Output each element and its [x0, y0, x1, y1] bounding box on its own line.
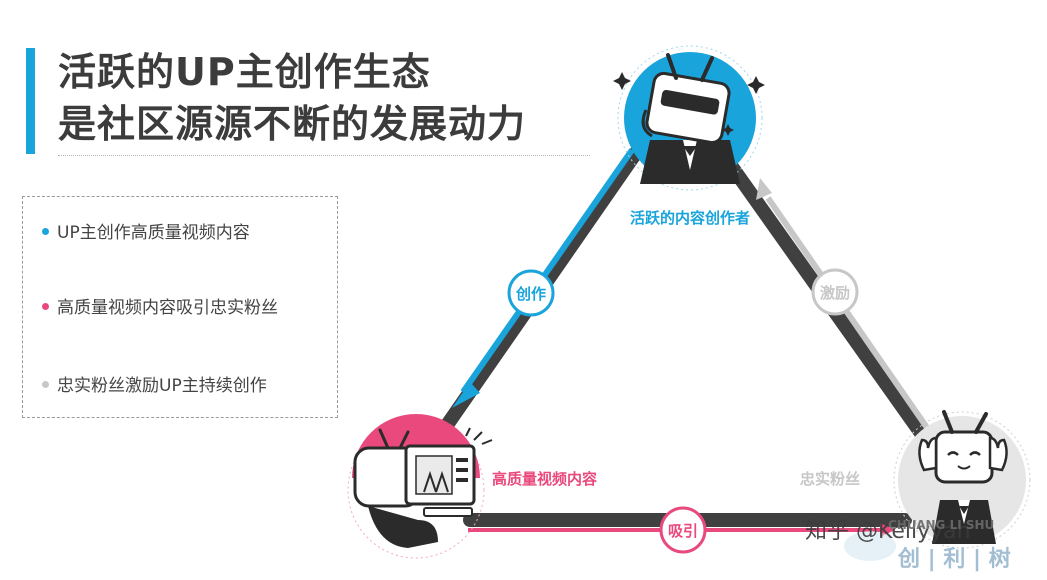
node-fans-label: 忠实粉丝 — [800, 470, 860, 488]
legend-item-inspire: 忠实粉丝激励UP主持续创作 — [42, 371, 267, 396]
node-fans: 忠实粉丝 — [800, 410, 1031, 549]
title-underline — [58, 155, 590, 156]
legend-item-create: UP主创作高质量视频内容 — [42, 218, 250, 243]
edge-label-create: 创作 — [507, 269, 555, 317]
edge-label-attract: 吸引 — [659, 506, 707, 554]
edge-create-line — [460, 148, 635, 394]
tv-head-mascot-waving-icon — [918, 410, 1008, 544]
legend-dot-blue — [42, 227, 49, 235]
legend-text: 高质量视频内容吸引忠实粉丝 — [57, 298, 278, 318]
edge-label-attract-text: 吸引 — [668, 522, 698, 540]
sparkle-icon — [747, 76, 765, 94]
legend-box — [22, 196, 338, 418]
person-at-computer-icon — [353, 427, 493, 548]
node-content-label: 高质量视频内容 — [492, 470, 597, 488]
page-title-line-1: 活跃的UP主创作生态 — [58, 50, 431, 94]
page-title-line-2: 是社区源源不断的发展动力 — [58, 102, 527, 146]
node-creator: 活跃的内容创作者 — [613, 45, 765, 227]
sparkle-icon — [722, 124, 734, 136]
watermark-brand-cn: 创 | 利 | 树 — [897, 546, 1011, 572]
legend-dot-pink — [42, 302, 49, 310]
legend-item-attract: 高质量视频内容吸引忠实粉丝 — [42, 293, 278, 318]
edge-label-create-text: 创作 — [515, 285, 546, 303]
title-accent-bar — [26, 48, 35, 154]
legend-dot-gray — [42, 380, 49, 388]
edge-create-arrowhead — [452, 382, 480, 408]
watermark-text: 知乎 @Kellyyan — [805, 519, 971, 544]
legend-text: UP主创作高质量视频内容 — [57, 223, 250, 243]
legend-text: 忠实粉丝激励UP主持续创作 — [57, 376, 267, 396]
node-content: 高质量视频内容 — [347, 414, 597, 559]
node-creator-label: 活跃的内容创作者 — [630, 209, 750, 227]
watermark-cloud-icon — [844, 531, 896, 561]
tv-head-mascot-sunglasses-icon — [640, 53, 740, 184]
edge-inspire-arrowhead — [756, 178, 772, 200]
edge-label-inspire-text: 激励 — [820, 284, 850, 302]
watermark: 知乎 @Kellyyan CHUANG LI SHU 创 | 利 | 树 — [805, 518, 1011, 572]
sparkle-icon — [613, 72, 631, 90]
watermark-brand-en: CHUANG LI SHU — [888, 518, 994, 532]
edge-label-inspire: 激励 — [811, 268, 859, 316]
edge-inspire-line — [765, 196, 933, 434]
